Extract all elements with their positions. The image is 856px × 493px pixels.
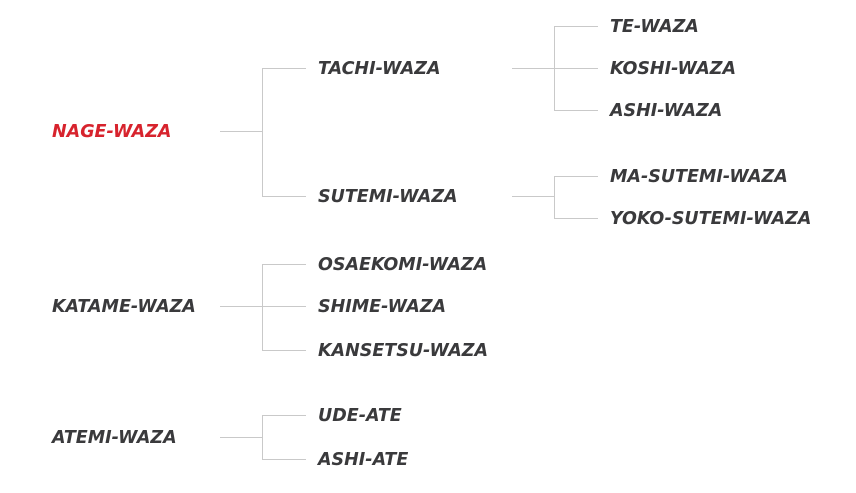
connector xyxy=(262,459,306,461)
node-ashi-waza: ASHI-WAZA xyxy=(610,101,723,121)
node-yoko-sutemi-waza: YOKO-SUTEMI-WAZA xyxy=(610,209,812,229)
connector xyxy=(262,68,264,196)
connector xyxy=(262,306,306,308)
node-kansetsu-waza: KANSETSU-WAZA xyxy=(318,341,488,361)
node-koshi-waza: KOSHI-WAZA xyxy=(610,59,737,79)
connector xyxy=(554,218,598,220)
connector xyxy=(512,68,554,70)
connector xyxy=(220,131,262,133)
node-te-waza: TE-WAZA xyxy=(610,17,699,37)
connector xyxy=(554,26,598,28)
node-osaekomi-waza: OSAEKOMI-WAZA xyxy=(318,255,488,275)
node-shime-waza: SHIME-WAZA xyxy=(318,297,447,317)
connector xyxy=(554,176,556,218)
connector xyxy=(554,176,598,178)
connector xyxy=(554,110,598,112)
connector xyxy=(262,68,306,70)
connector xyxy=(220,306,262,308)
connector xyxy=(554,68,598,70)
node-sutemi-waza: SUTEMI-WAZA xyxy=(318,187,458,207)
node-ude-ate: UDE-ATE xyxy=(318,406,402,426)
node-nage-waza: NAGE-WAZA xyxy=(52,122,172,142)
node-tachi-waza: TACHI-WAZA xyxy=(318,59,441,79)
node-ma-sutemi-waza: MA-SUTEMI-WAZA xyxy=(610,167,788,187)
connector xyxy=(262,415,264,459)
connector xyxy=(262,264,306,266)
connector xyxy=(512,196,554,198)
connector xyxy=(262,415,306,417)
connector xyxy=(220,437,262,439)
node-atemi-waza: ATEMI-WAZA xyxy=(52,428,177,448)
connector xyxy=(262,350,306,352)
node-ashi-ate: ASHI-ATE xyxy=(318,450,409,470)
node-katame-waza: KATAME-WAZA xyxy=(52,297,196,317)
connector xyxy=(262,196,306,198)
